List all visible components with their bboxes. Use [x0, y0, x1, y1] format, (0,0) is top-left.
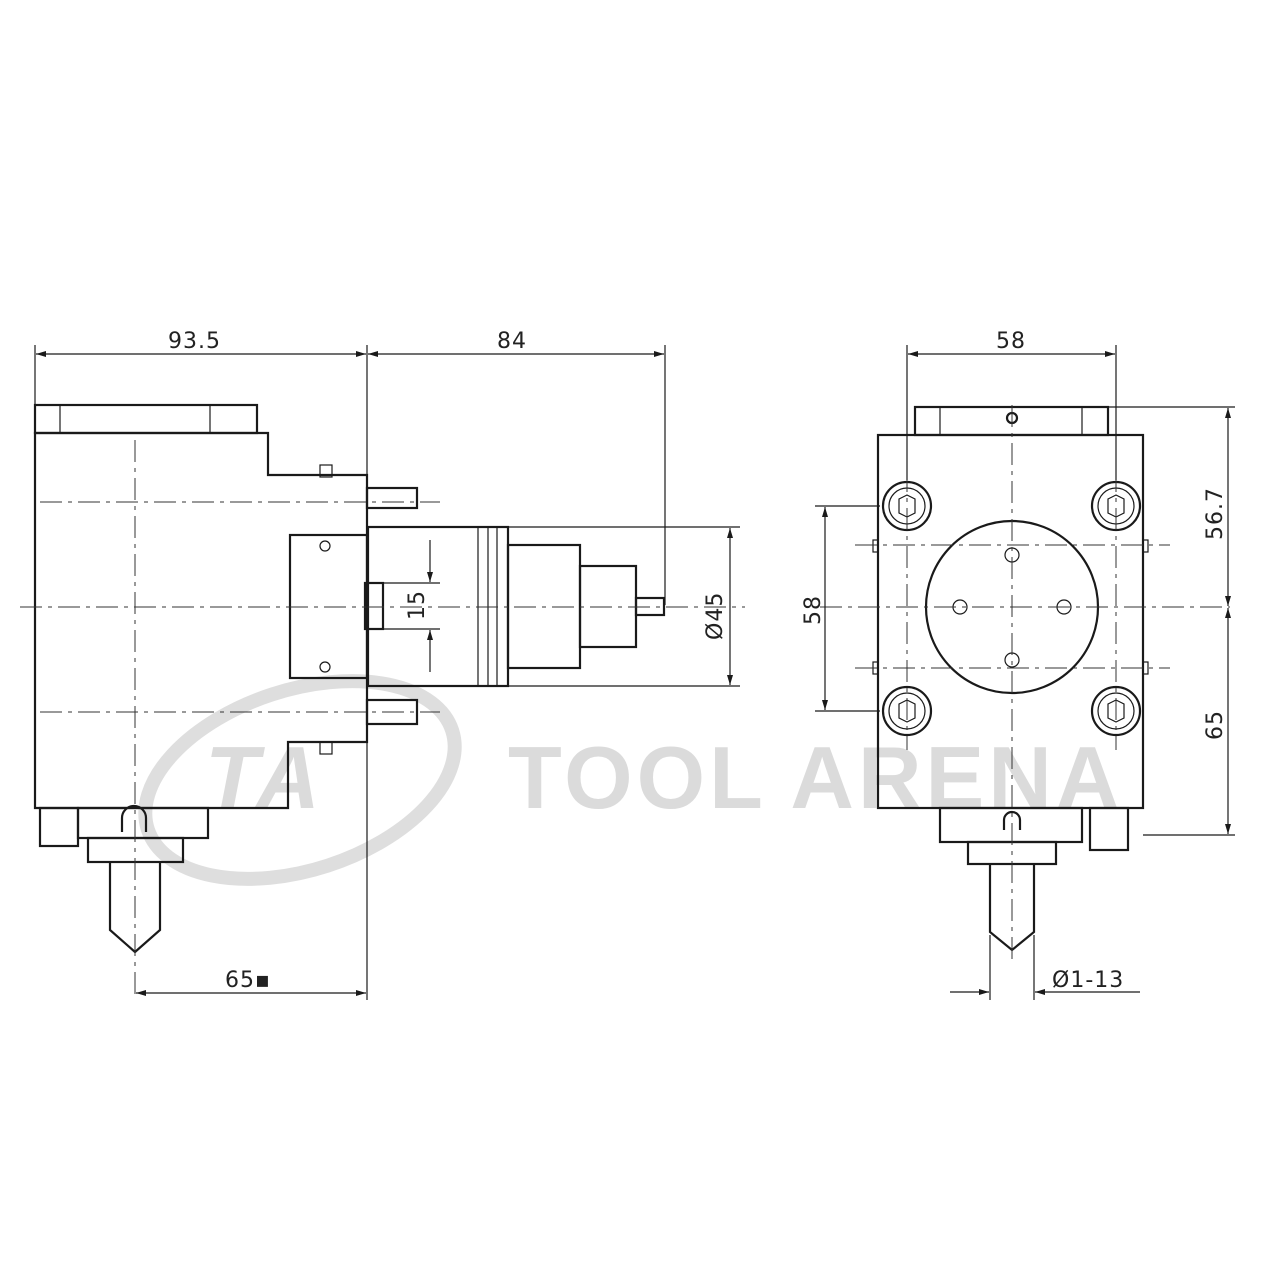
dim-front-bottom: 65 [1203, 710, 1228, 740]
watermark: TA TOOL ARENA [138, 674, 1123, 886]
dim-side-width: 93.5 [168, 329, 221, 354]
side-upper-key [365, 486, 419, 510]
dim-shank-diameter: Ø1-13 [1052, 968, 1124, 993]
front-view [820, 405, 1230, 960]
watermark-brand-text: TOOL ARENA [508, 728, 1123, 827]
dim-center-height: 65▪ [225, 968, 271, 993]
dim-side-reach: 84 [497, 329, 527, 354]
watermark-logo-swoosh [138, 674, 462, 886]
dim-diameter: Ø45 [703, 592, 728, 640]
dim-offset: 15 [405, 590, 430, 620]
front-dimensions: 58 58 56.7 65 Ø1-13 [801, 329, 1235, 1000]
side-view [20, 403, 745, 1000]
dim-front-width: 58 [996, 329, 1026, 354]
side-top-flange [33, 403, 259, 435]
dim-front-top: 56.7 [1203, 487, 1228, 540]
side-dimensions: 93.5 84 Ø45 15 65▪ [34, 329, 740, 1000]
watermark-logo-text: TA [205, 728, 324, 827]
dim-front-height: 58 [801, 595, 826, 625]
